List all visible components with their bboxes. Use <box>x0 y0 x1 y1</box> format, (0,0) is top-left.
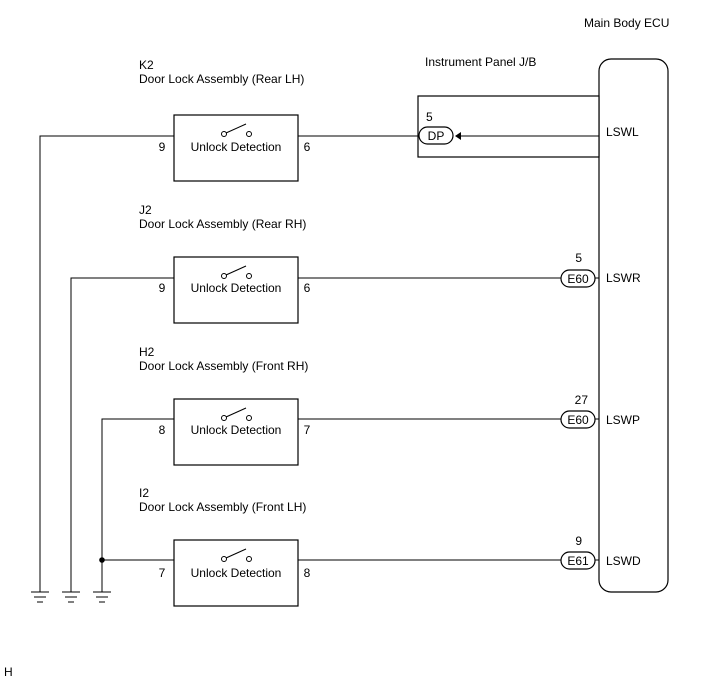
assembly-id: K2 <box>139 58 154 72</box>
dp-connector-arrow <box>455 132 461 140</box>
e60-connector-lswr <box>560 269 596 288</box>
assembly-name: Door Lock Assembly (Front LH) <box>139 500 306 514</box>
switch-icon <box>221 548 252 562</box>
switch-label: Unlock Detection <box>191 566 282 580</box>
left-pin: 9 <box>159 140 166 154</box>
splice-point <box>99 557 105 563</box>
switch-label: Unlock Detection <box>191 140 282 154</box>
assembly-id: I2 <box>139 486 149 500</box>
ecu-connectors: E60 E60 E61 <box>560 269 596 570</box>
ecu-pin-name-lswl: LSWL <box>606 125 639 139</box>
assembly-k2: K2 Door Lock Assembly (Rear LH) Unlock D… <box>139 58 311 182</box>
left-pin: 7 <box>159 566 166 580</box>
ground-wire-h2 <box>101 418 174 592</box>
ground-wires <box>39 135 174 592</box>
ground-icon <box>31 591 49 603</box>
switch-icon <box>221 407 252 421</box>
switch-box <box>173 398 299 466</box>
instrument-panel-jb: Instrument Panel J/B 5 DP <box>417 55 600 158</box>
left-pin: 9 <box>159 281 166 295</box>
ecu-box <box>598 58 669 593</box>
ground-icon <box>93 591 111 603</box>
jb-label: Instrument Panel J/B <box>425 55 536 69</box>
assembly-j2: J2 Door Lock Assembly (Rear RH) Unlock D… <box>139 203 311 324</box>
dp-connector-label: DP <box>428 129 445 143</box>
assembly-id: J2 <box>139 203 152 217</box>
ecu-label: Main Body ECU <box>584 16 669 30</box>
ground-wire-k2 <box>39 135 174 592</box>
switch-box <box>173 114 299 182</box>
ecu-pin-name-lswd: LSWD <box>606 554 641 568</box>
left-pin: 8 <box>159 423 166 437</box>
switch-box <box>173 539 299 607</box>
e60-connector-lswp <box>560 410 596 429</box>
e60-connector-label: E60 <box>567 413 589 427</box>
e60-connector-label: E60 <box>567 272 589 286</box>
right-pin: 6 <box>304 140 311 154</box>
right-pin: 6 <box>304 281 311 295</box>
assembly-h2: H2 Door Lock Assembly (Front RH) Unlock … <box>139 345 311 466</box>
ground-icon <box>62 591 80 603</box>
ecu-pin-num-9: 9 <box>575 534 582 548</box>
ecu-pin-num-27: 27 <box>575 393 589 407</box>
switch-label: Unlock Detection <box>191 423 282 437</box>
ground-symbols <box>31 591 111 603</box>
assembly-id: H2 <box>139 345 155 359</box>
ecu-pin-name-lswp: LSWP <box>606 413 640 427</box>
ecu-pin-num-5: 5 <box>575 251 582 265</box>
ground-wire-j2 <box>70 277 174 592</box>
assembly-name: Door Lock Assembly (Rear RH) <box>139 217 306 231</box>
ecu-pin-name-lswr: LSWR <box>606 271 641 285</box>
footer-mark: H <box>4 665 13 679</box>
signal-wires <box>298 135 599 561</box>
right-pin: 7 <box>304 423 311 437</box>
right-pin: 8 <box>304 566 311 580</box>
jb-pin-num: 5 <box>426 110 433 124</box>
assembly-i2: I2 Door Lock Assembly (Front LH) Unlock … <box>139 486 311 607</box>
switch-box <box>173 256 299 324</box>
e61-connector-lswd <box>560 551 596 570</box>
switch-icon <box>221 265 252 279</box>
jb-box <box>417 95 600 158</box>
e61-connector-label: E61 <box>567 554 589 568</box>
switch-icon <box>221 123 252 137</box>
assembly-name: Door Lock Assembly (Rear LH) <box>139 72 304 86</box>
assembly-name: Door Lock Assembly (Front RH) <box>139 359 308 373</box>
switch-label: Unlock Detection <box>191 281 282 295</box>
